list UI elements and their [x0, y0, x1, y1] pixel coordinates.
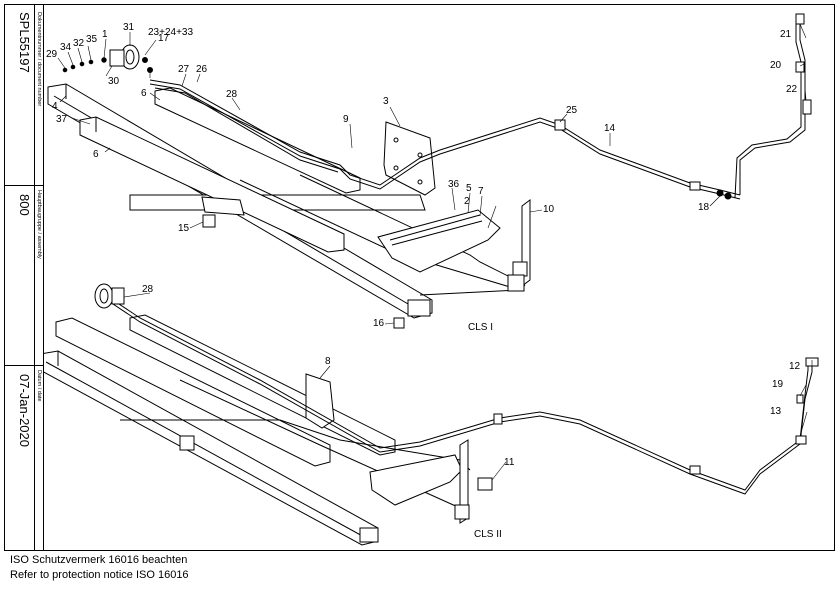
cls1-lower-rail: [79, 116, 345, 253]
callout-19: 19: [772, 379, 784, 390]
cls2-upright-post: [459, 439, 493, 524]
callout-9: 9: [343, 114, 349, 125]
callout-14: 14: [604, 123, 616, 134]
callout-30: 30: [108, 76, 120, 87]
assembly-caption: Hauptbaugruppe / assembly: [36, 190, 42, 259]
callout-16: 16: [373, 318, 385, 329]
cls2-line-fitting-19: [796, 394, 804, 404]
cls1-end-feet: [407, 274, 525, 317]
callout-1: 1: [102, 29, 108, 40]
callout-28b: 28: [142, 284, 154, 295]
callout-20: 20: [770, 60, 782, 71]
callout-13: 13: [770, 406, 782, 417]
callout-10: 10: [543, 204, 555, 215]
callout-4: 4: [52, 101, 58, 112]
cls1-hydraulic-lines: [149, 17, 806, 200]
cls1-small-parts: [62, 57, 153, 73]
title-block-divider: [34, 4, 35, 551]
cls1-line-clamp-22: [802, 99, 812, 115]
callout-11: 11: [504, 457, 515, 468]
callout-6: 6: [141, 88, 147, 99]
callout-18: 18: [698, 202, 710, 213]
callout-36: 36: [448, 179, 460, 190]
callout-35: 35: [86, 34, 98, 45]
callout-22: 22: [786, 84, 798, 95]
cls1-small-bracket-16: [393, 317, 405, 329]
callout-27: 27: [178, 64, 190, 75]
callout-28: 28: [226, 89, 238, 100]
date-value: 07-Jan-2020: [17, 374, 32, 447]
callout-23-24-33: 23+24+33: [148, 27, 193, 38]
callout-15: 15: [178, 223, 190, 234]
document-number: SPL55197: [17, 12, 32, 73]
callout-29: 29: [46, 49, 58, 60]
assembly-number: 800: [17, 194, 32, 216]
protection-notice-de: ISO Schutzvermerk 16016 beachten: [10, 554, 188, 566]
callout-labels: 1 2 3 4 5 6 6 7 8 9 10 11 12 13 14 15 16…: [46, 22, 801, 468]
cls1-tray: [377, 209, 501, 273]
section-labels: CLS I CLS II: [468, 322, 502, 540]
date-caption: Datum / date: [36, 370, 42, 402]
callout-32: 32: [73, 38, 85, 49]
cls1-line-fitting-top: [795, 13, 805, 25]
protection-notice-en: Refer to protection notice ISO 16016: [10, 569, 189, 581]
cls2-lower-rail: [55, 317, 331, 467]
callout-21: 21: [780, 29, 792, 40]
drawing-frame: [4, 4, 835, 551]
cls2-line-clamp-13: [795, 435, 807, 445]
callout-37: 37: [56, 114, 68, 125]
section-label-cls2: CLS II: [474, 529, 502, 540]
cls2-end-feet: [359, 504, 470, 543]
callout-6b: 6: [93, 149, 99, 160]
cls2-line-clamp: [689, 465, 701, 475]
callout-7: 7: [478, 186, 484, 197]
callout-8: 8: [325, 356, 331, 367]
callout-2: 2: [464, 196, 470, 207]
assembly-drawing: 1 2 3 4 5 6 6 7 8 9 10 11 12 13 14 15 16…: [44, 13, 819, 546]
cls1-line-clamp-25: [554, 119, 566, 131]
callout-5: 5: [466, 183, 472, 194]
callout-17: 17: [158, 33, 170, 44]
document-number-caption: Dokumentnummer / document number: [36, 12, 42, 107]
cls1-distributor-31: [109, 44, 140, 70]
section-label-cls1: CLS I: [468, 322, 493, 333]
callout-34: 34: [60, 42, 72, 53]
title-block-separator: [4, 365, 44, 366]
cls1-upper-rail: [154, 87, 361, 194]
callout-25: 25: [566, 105, 578, 116]
cls2-bracket-block: [179, 435, 195, 451]
callout-31: 31: [123, 22, 135, 33]
cls2-hydraulic-lines: [109, 297, 813, 495]
cls1-line-clamp: [689, 181, 701, 191]
callout-12: 12: [789, 361, 801, 372]
cls1-bracket-block: [201, 196, 245, 216]
cls2-tray: [369, 454, 463, 506]
cls2-distributor: [94, 283, 125, 309]
callout-26: 26: [196, 64, 208, 75]
cls1-mounting-plate: [383, 121, 436, 196]
cls1-line-fitting-20: [795, 61, 805, 73]
callout-leaders: [57, 23, 813, 481]
title-block-separator: [4, 185, 44, 186]
cls2-line-clamp: [493, 413, 503, 425]
cls1-small-bracket-15: [202, 214, 216, 228]
title-block: SPL55197 Dokumentnummer / document numbe…: [4, 4, 44, 551]
cls1-upright-post: [512, 199, 531, 287]
callout-3: 3: [383, 96, 389, 107]
